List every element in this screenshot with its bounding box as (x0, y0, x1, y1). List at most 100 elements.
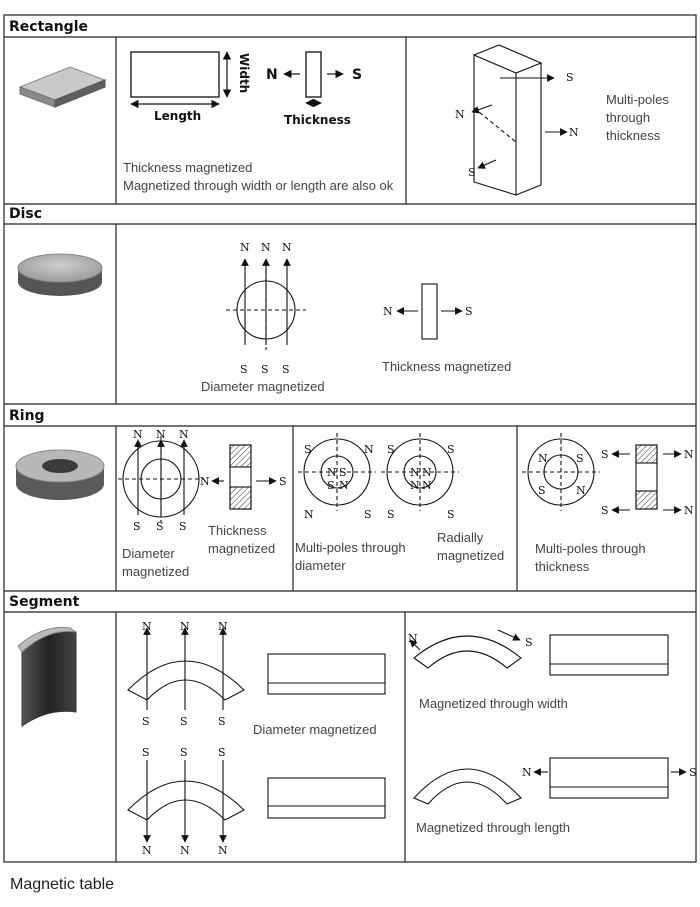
ring-mp-diameter-label-1: Multi-poles through (295, 540, 406, 555)
svg-text:S: S (142, 715, 150, 728)
svg-text:N: N (200, 475, 210, 488)
svg-text:S: S (180, 746, 188, 759)
thickness-label: Thickness (284, 113, 351, 127)
rectangle-block-icon (18, 66, 107, 108)
svg-text:S: S (468, 166, 476, 179)
svg-text:N: N (410, 479, 420, 492)
disc-diameter-drawing (226, 258, 306, 350)
segment-length-drawing (413, 757, 687, 805)
svg-text:S: S (601, 504, 609, 517)
ring-thickness-label-1: Thickness (208, 523, 267, 538)
svg-text:N: N (261, 241, 271, 254)
svg-text:N: N (179, 428, 189, 441)
svg-text:S: S (689, 766, 697, 779)
ring-diameter-drawing (118, 436, 204, 522)
svg-text:N: N (569, 126, 579, 139)
svg-text:N: N (142, 844, 152, 857)
svg-text:N: N (455, 108, 465, 121)
footer-caption: Magnetic table (10, 876, 115, 893)
rectangle-caption-2: Magnetized through width or length are a… (123, 178, 394, 193)
width-label: Width (237, 53, 251, 93)
rectangle-dimension-drawing: Length Width N S Thickness (130, 51, 362, 127)
svg-text:S: S (447, 443, 455, 456)
svg-text:S: S (387, 443, 395, 456)
section-title-rectangle: Rectangle (9, 19, 88, 35)
svg-text:S: S (387, 508, 395, 521)
segment-length-label: Magnetized through length (416, 820, 570, 835)
length-label: Length (154, 109, 201, 123)
svg-text:S: S (601, 448, 609, 461)
svg-text:S: S (304, 443, 312, 456)
svg-text:S: S (282, 363, 290, 376)
svg-text:N: N (383, 305, 393, 318)
ring-radial-label-1: Radially (437, 530, 484, 545)
svg-text:S: S (566, 71, 574, 84)
ring-radial-label-2: magnetized (437, 548, 504, 563)
disc-thickness-label: Thickness magnetized (382, 359, 511, 374)
svg-text:N: N (339, 479, 349, 492)
svg-text:S: S (218, 746, 226, 759)
svg-text:S: S (576, 452, 584, 465)
svg-text:N: N (538, 452, 548, 465)
ring-mp-thickness-label-2: thickness (535, 559, 590, 574)
table-frame (3, 14, 697, 863)
segment-icon (17, 626, 77, 727)
section-title-ring: Ring (9, 408, 45, 424)
svg-text:S: S (364, 508, 372, 521)
svg-text:S: S (447, 508, 455, 521)
svg-text:N: N (218, 620, 228, 633)
svg-text:S: S (339, 466, 347, 479)
ring-diameter-label-2: magnetized (122, 564, 189, 579)
svg-text:S: S (538, 484, 546, 497)
ring-thickness-label-2: magnetized (208, 541, 275, 556)
ring-diameter-label-1: Diameter (122, 546, 175, 561)
ring-multipole-diameter-drawing (298, 433, 459, 511)
svg-text:N: N (408, 632, 418, 645)
svg-text:N: N (156, 428, 166, 441)
svg-text:S: S (465, 305, 473, 318)
svg-text:S: S (156, 520, 164, 533)
svg-text:S: S (133, 520, 141, 533)
segment-diameter-drawing (127, 627, 386, 843)
svg-text:N: N (133, 428, 143, 441)
section-title-disc: Disc (9, 206, 42, 222)
svg-text:N: N (684, 504, 694, 517)
disc-thickness-drawing (396, 283, 463, 340)
svg-text:S: S (327, 479, 335, 492)
svg-text:S: S (261, 363, 269, 376)
svg-text:N: N (684, 448, 694, 461)
segment-width-label: Magnetized through width (419, 696, 568, 711)
svg-text:S: S (179, 520, 187, 533)
svg-text:S: S (180, 715, 188, 728)
multipole-caption-1: Multi-poles (606, 92, 669, 107)
segment-width-drawing (409, 629, 669, 676)
svg-text:N: N (410, 466, 420, 479)
rectangle-caption-1: Thickness magnetized (123, 160, 252, 175)
svg-text:N: N (240, 241, 250, 254)
svg-text:S: S (142, 746, 150, 759)
svg-text:S: S (218, 715, 226, 728)
disc-cylinder-icon (17, 253, 103, 296)
disc-diameter-label: Diameter magnetized (201, 379, 325, 394)
pole-n-label: N (266, 67, 278, 83)
svg-text:S: S (279, 475, 287, 488)
ring-multipole-thickness-drawing (522, 433, 682, 514)
segment-diameter-label: Diameter magnetized (253, 722, 377, 737)
svg-text:N: N (576, 484, 586, 497)
svg-text:S: S (240, 363, 248, 376)
ring-mp-diameter-label-2: diameter (295, 558, 346, 573)
svg-text:N: N (327, 466, 337, 479)
ring-thickness-drawing (211, 444, 277, 510)
svg-text:S: S (525, 636, 533, 649)
svg-text:N: N (422, 466, 432, 479)
svg-text:N: N (364, 443, 374, 456)
multipole-caption-2: through (606, 110, 650, 125)
svg-text:N: N (142, 620, 152, 633)
svg-text:N: N (180, 620, 190, 633)
rectangle-multipole-drawing (471, 44, 568, 196)
svg-text:N: N (282, 241, 292, 254)
svg-text:N: N (522, 766, 532, 779)
ring-mp-thickness-label-1: Multi-poles through (535, 541, 646, 556)
svg-text:N: N (218, 844, 228, 857)
